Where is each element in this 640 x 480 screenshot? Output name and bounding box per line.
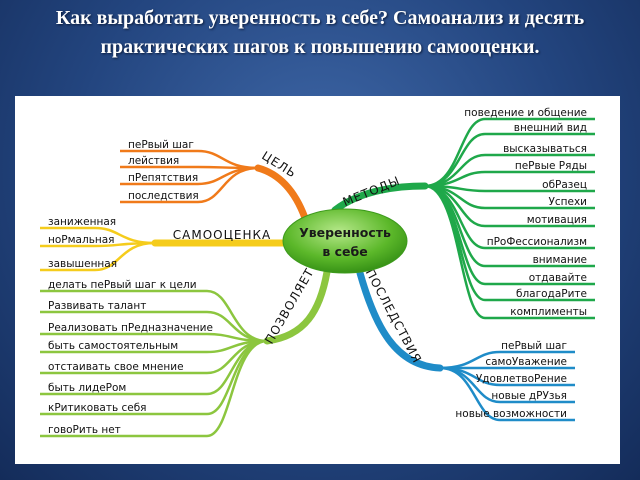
leaf-label: быть лидеРом — [48, 382, 126, 394]
branch-line — [356, 269, 444, 372]
leaf-line — [40, 241, 156, 272]
leaf-label: отдавайте — [529, 272, 587, 284]
leaf-line — [120, 165, 259, 170]
branch-line — [331, 182, 429, 214]
leaf-label: говоРить нет — [48, 424, 121, 436]
leaf-label: комплименты — [510, 306, 587, 318]
leaf-label: Успехи — [548, 196, 587, 208]
leaf-label: пеРвые Ряды — [515, 160, 587, 172]
leaf-label: пеРвый шаг — [128, 139, 194, 151]
leaf-label: лействия — [128, 155, 179, 167]
branch-line — [254, 164, 309, 222]
leaf-label: высказываться — [503, 143, 587, 155]
leaf-label: самоУважение — [485, 356, 567, 368]
leaf-label: пРепятствия — [128, 172, 198, 184]
mind-map: пеРвый шаг лействия пРепятствия последствия… — [15, 96, 620, 464]
leaf-label: пеРвый шаг — [501, 340, 567, 352]
leaf-label: обРазец — [542, 179, 587, 191]
leaf-line — [40, 339, 268, 438]
leaf-label: делать пеРвый шаг к цели — [48, 279, 197, 291]
leaf-label: внешний вид — [514, 122, 587, 134]
mind-map-canvas: пеРвый шаг лействия пРепятствия последствия… — [40, 107, 595, 438]
leaf-label: УдовлетвоРение — [476, 373, 567, 385]
leaf-label: ноРмальная — [48, 234, 115, 246]
leaf-line — [120, 166, 259, 204]
leaf-label: внимание — [533, 254, 587, 266]
leaf-label: завышенная — [48, 258, 117, 270]
leaf-label: быть самостоятельным — [48, 340, 178, 352]
center-node: Уверенность в себе — [282, 208, 408, 274]
branch-label: САМООЦЕНКА — [173, 228, 271, 242]
leaf-label: благодаРите — [516, 288, 587, 300]
leaf-label: новые возможности — [455, 408, 567, 420]
leaf-label: последствия — [128, 190, 199, 202]
leaf-line — [424, 184, 595, 320]
center-label-line1: Уверенность — [299, 225, 391, 240]
leaf-label: новые дРУзья — [491, 390, 567, 402]
branch-line — [263, 268, 331, 345]
leaf-label: пРоФессионализм — [487, 236, 587, 248]
leaf-line — [439, 366, 575, 422]
leaf-label: поведение и общение — [464, 107, 587, 119]
leaf-label: кРитиковать себя — [48, 402, 147, 414]
leaf-label: Реализовать пРедназначение — [48, 322, 213, 334]
leaf-label: заниженная — [48, 216, 116, 228]
branch-self-esteem: заниженная ноРмальная завышенная САМООЦЕНКА — [40, 216, 291, 272]
leaf-label: Развивать талант — [48, 300, 146, 312]
branch-goal: пеРвый шаг лействия пРепятствия последствия… — [120, 139, 309, 222]
slide-title: Как выработать уверенность в себе? Самоа… — [55, 7, 585, 58]
leaf-label: мотивация — [527, 214, 587, 226]
leaf-label: отстаивать свое мнение — [48, 361, 184, 373]
center-label-line2: в себе — [322, 244, 367, 259]
